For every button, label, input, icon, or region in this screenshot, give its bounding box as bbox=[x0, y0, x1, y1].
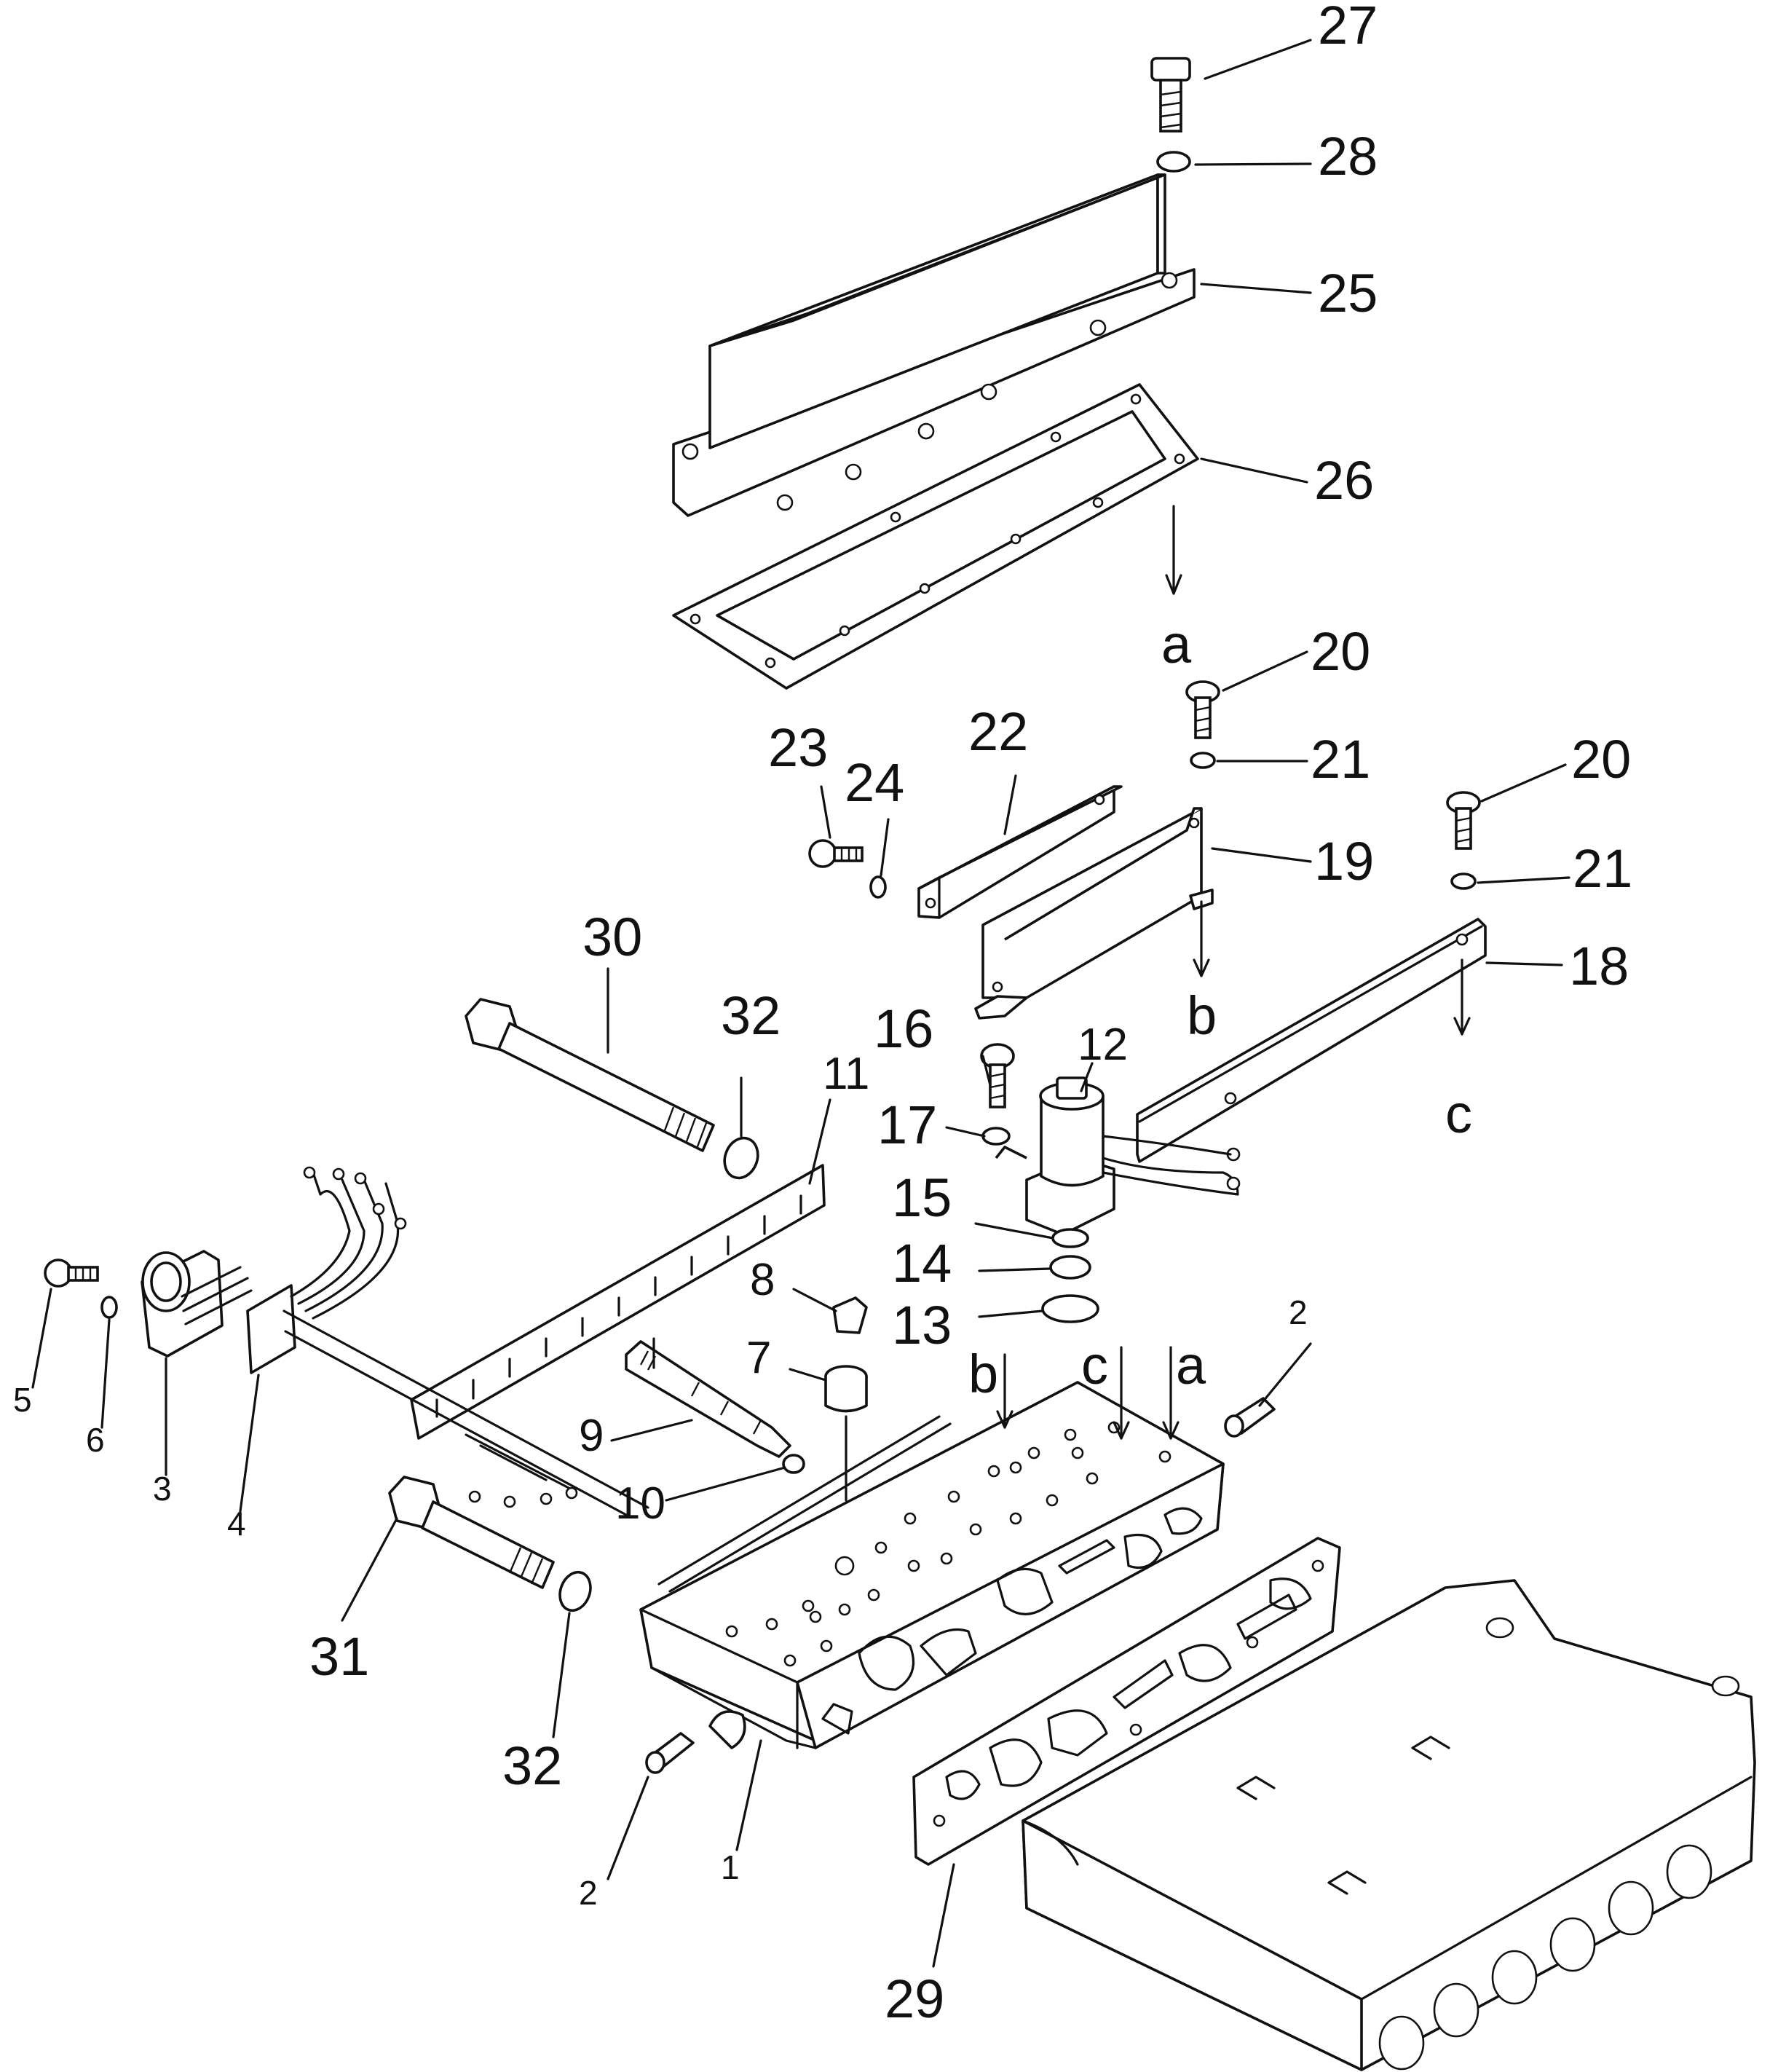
callout-12: 12 bbox=[1078, 1020, 1128, 1070]
part-30-bolt bbox=[465, 998, 715, 1152]
part-21-washer-right bbox=[1450, 872, 1477, 890]
callout-22: 22 bbox=[968, 701, 1028, 762]
callout-11: 11 bbox=[823, 1049, 869, 1099]
part-12-solenoid bbox=[995, 1076, 1241, 1236]
callout-32-lower: 32 bbox=[502, 1736, 562, 1796]
part-19-bracket bbox=[974, 807, 1214, 1020]
part-2-plug-right bbox=[1224, 1397, 1276, 1438]
part-29-gasket bbox=[912, 1537, 1341, 1866]
part-32-washer-lower bbox=[558, 1570, 592, 1612]
callout-21-upper: 21 bbox=[1311, 729, 1370, 789]
arrow-b-mid bbox=[1193, 900, 1210, 977]
arrow-a-body bbox=[1162, 1346, 1180, 1440]
cover-bolt-holes bbox=[681, 272, 1178, 511]
leader-lines bbox=[31, 39, 1570, 1968]
arrow-c-mid bbox=[1453, 958, 1471, 1036]
callout-32-upper: 32 bbox=[721, 985, 781, 1046]
ref-a-body: a bbox=[1176, 1335, 1206, 1395]
callout-15: 15 bbox=[892, 1167, 952, 1228]
part-9-valve-spool bbox=[625, 1340, 791, 1458]
part-2-plug-left bbox=[645, 1732, 695, 1774]
callout-23: 23 bbox=[768, 717, 828, 778]
part-10-o-ring bbox=[782, 1454, 805, 1474]
callout-30: 30 bbox=[582, 907, 642, 967]
part-11-harness-plate bbox=[410, 1164, 826, 1440]
callout-29: 29 bbox=[885, 1969, 944, 2029]
part-27-bolt bbox=[1150, 57, 1191, 133]
callout-31: 31 bbox=[309, 1626, 369, 1687]
callout-4: 4 bbox=[227, 1505, 246, 1543]
callout-19: 19 bbox=[1314, 831, 1374, 891]
callout-27: 27 bbox=[1318, 0, 1378, 55]
callout-18: 18 bbox=[1569, 936, 1629, 996]
ref-c-body: c bbox=[1081, 1335, 1108, 1395]
callout-9: 9 bbox=[579, 1411, 604, 1461]
callout-2-left: 2 bbox=[579, 1874, 598, 1912]
part-18-plate bbox=[1136, 918, 1487, 1163]
body-port-holes bbox=[725, 1421, 1171, 1667]
callout-25: 25 bbox=[1318, 263, 1378, 323]
part-17-washer bbox=[981, 1127, 1011, 1146]
part-15-washer bbox=[1051, 1228, 1089, 1248]
part-20-screw-right bbox=[1446, 791, 1481, 850]
ref-a-top: a bbox=[1161, 614, 1192, 674]
callout-8: 8 bbox=[750, 1255, 775, 1305]
part-25-cover bbox=[672, 173, 1196, 517]
callout-20-upper: 20 bbox=[1311, 621, 1370, 682]
part-1-valve-body bbox=[639, 1381, 1225, 1749]
callout-17: 17 bbox=[877, 1095, 937, 1155]
callout-26: 26 bbox=[1314, 450, 1374, 511]
transmission-case bbox=[1022, 1579, 1756, 2071]
callout-14: 14 bbox=[892, 1233, 952, 1293]
ref-c-mid: c bbox=[1445, 1084, 1472, 1144]
part-24-washer bbox=[869, 875, 887, 899]
callout-1: 1 bbox=[721, 1848, 740, 1886]
callout-13: 13 bbox=[892, 1295, 952, 1355]
callout-labels: 27 28 25 26 a 20 21 20 21 19 18 22 23 24… bbox=[13, 0, 1632, 2029]
part-21-washer-upper bbox=[1190, 752, 1216, 769]
callout-3: 3 bbox=[153, 1470, 172, 1508]
callout-10: 10 bbox=[615, 1478, 665, 1529]
part-3-connector bbox=[141, 1250, 253, 1358]
part-23-bolt bbox=[808, 839, 864, 868]
part-28-washer bbox=[1156, 151, 1191, 173]
arrow-a-top bbox=[1165, 505, 1182, 595]
callout-6: 6 bbox=[86, 1421, 105, 1459]
part-20-screw-upper bbox=[1185, 680, 1220, 739]
ref-b-mid: b bbox=[1187, 985, 1217, 1046]
part-13-o-ring bbox=[1041, 1294, 1099, 1323]
callout-16: 16 bbox=[874, 998, 933, 1059]
callout-20-right: 20 bbox=[1571, 729, 1631, 789]
callout-7: 7 bbox=[746, 1333, 771, 1383]
part-22-bracket bbox=[917, 785, 1123, 919]
callout-24: 24 bbox=[845, 752, 904, 813]
part-14-o-ring bbox=[1049, 1255, 1091, 1280]
part-7-plug bbox=[824, 1365, 868, 1502]
part-16-screw bbox=[980, 1043, 1015, 1108]
part-5-bolt bbox=[44, 1258, 99, 1288]
arrow-b-body bbox=[996, 1353, 1014, 1429]
callout-5: 5 bbox=[13, 1381, 32, 1419]
part-4-harness-flange bbox=[246, 1166, 649, 1516]
callout-28: 28 bbox=[1318, 126, 1378, 186]
callout-21-right: 21 bbox=[1573, 838, 1632, 899]
ref-b-body: b bbox=[968, 1344, 998, 1404]
part-6-washer bbox=[100, 1296, 118, 1319]
callout-2-right: 2 bbox=[1289, 1293, 1308, 1331]
part-8-plug bbox=[832, 1296, 868, 1334]
arrow-c-body bbox=[1113, 1346, 1130, 1440]
part-32-washer-upper bbox=[723, 1136, 759, 1180]
part-26-gasket bbox=[672, 383, 1199, 690]
